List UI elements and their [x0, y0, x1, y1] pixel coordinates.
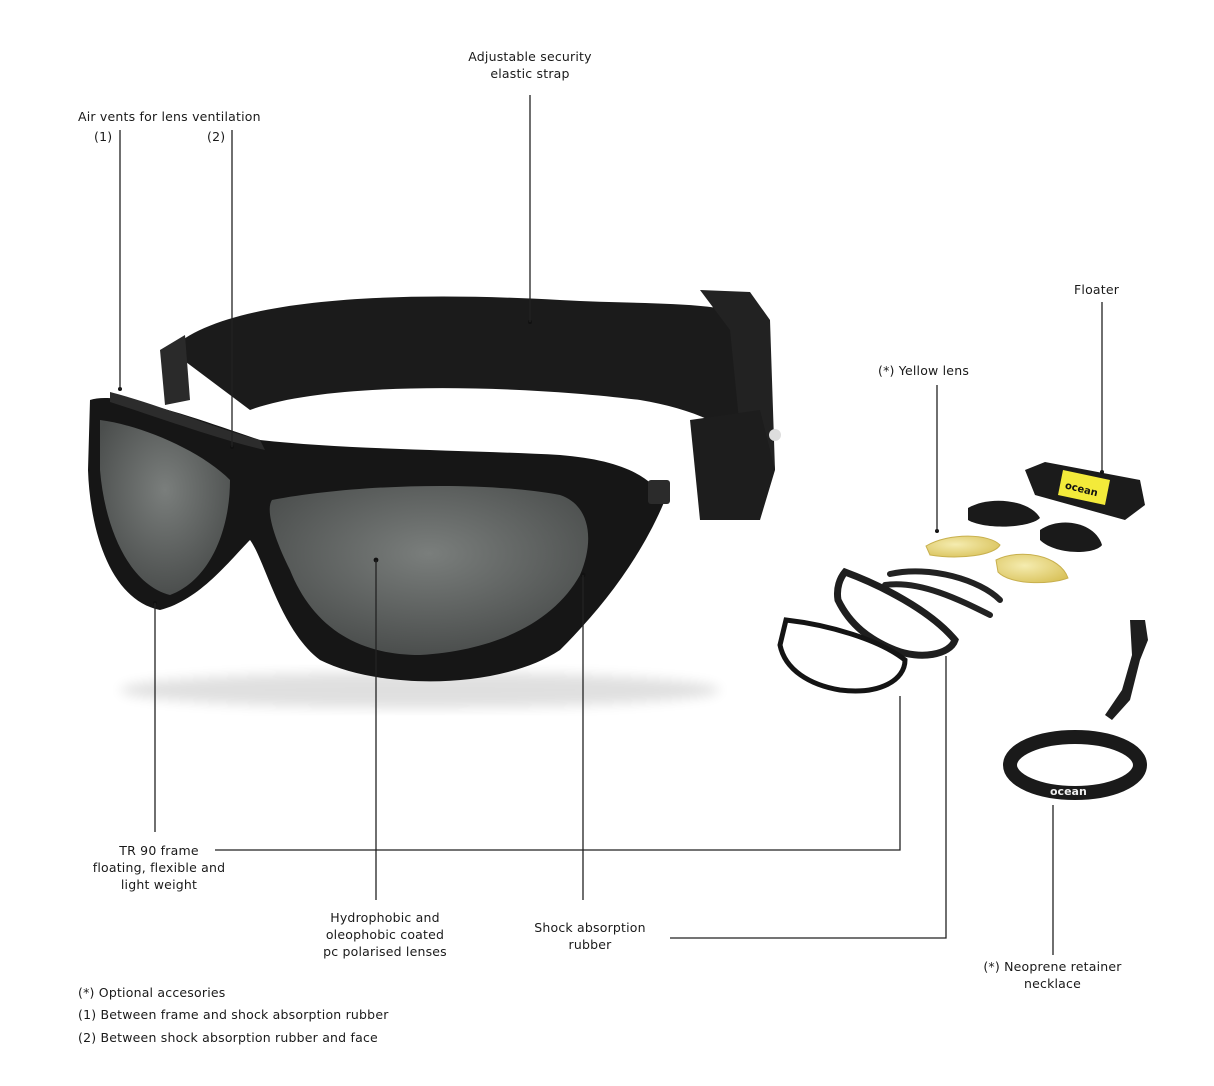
accessories-image: ocean ocean	[777, 462, 1148, 800]
rubber-callout: Shock absorption rubber	[515, 919, 665, 953]
necklace-callout-line1: (*) Neoprene retainer	[983, 959, 1122, 974]
yellow-lens-callout: (*) Yellow lens	[878, 363, 970, 378]
leader-lines	[119, 95, 1103, 955]
necklace-callout-line2: necklace	[1023, 976, 1082, 991]
vents-callout-title: Air vents for lens ventilation	[78, 109, 261, 124]
frame-callout-line2: floating, flexible and	[92, 860, 226, 875]
necklace-image: ocean	[1003, 620, 1148, 800]
vents-marker-2: (2)	[207, 129, 226, 144]
floater-image: ocean	[1025, 462, 1145, 520]
rubber-callout-line2: rubber	[568, 937, 612, 952]
footnote-optional: (*) Optional accesories	[78, 985, 226, 1000]
footnote-1: (1) Between frame and shock absorption r…	[78, 1007, 389, 1022]
floater-callout: Floater	[1074, 282, 1120, 297]
lenses-callout: Hydrophobic and oleophobic coated pc pol…	[300, 909, 470, 960]
strap-callout-line2: elastic strap	[490, 66, 570, 81]
frame-callout-line1: TR 90 frame	[119, 843, 199, 858]
goggles-image	[88, 290, 781, 708]
lenses-callout-line2: oleophobic coated	[325, 927, 445, 942]
strap-callout-line1: Adjustable security	[468, 49, 592, 64]
vents-marker-1: (1)	[94, 129, 113, 144]
lenses-callout-line3: pc polarised lenses	[323, 944, 447, 959]
svg-text:ocean: ocean	[1050, 785, 1087, 798]
frame-callout-line3: light weight	[120, 877, 198, 892]
rubber-callout-line1: Shock absorption	[534, 920, 646, 935]
lenses-callout-line1: Hydrophobic and	[330, 910, 440, 925]
necklace-callout: (*) Neoprene retainer necklace	[965, 958, 1140, 992]
frame-callout: TR 90 frame floating, flexible and light…	[74, 842, 244, 893]
footnote-2: (2) Between shock absorption rubber and …	[78, 1030, 378, 1045]
strap-callout: Adjustable security elastic strap	[450, 48, 610, 82]
